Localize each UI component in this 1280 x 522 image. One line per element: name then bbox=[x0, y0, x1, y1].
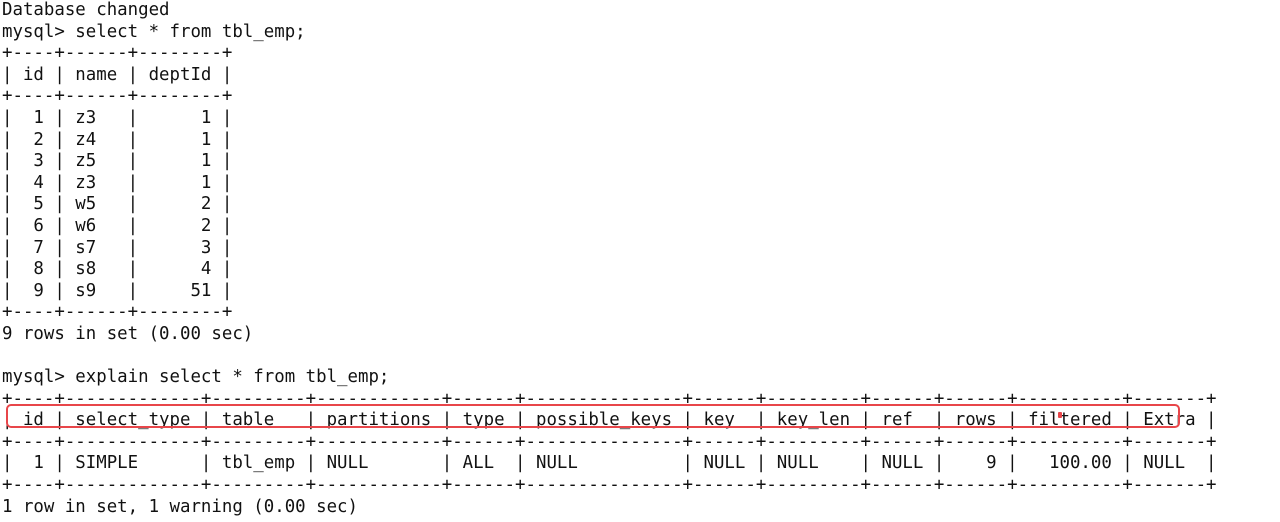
table-row: | 4 | z3 | 1 | bbox=[2, 172, 233, 193]
command-line-explain: mysql> explain select * from tbl_emp; bbox=[2, 367, 390, 388]
table-row: | 3 | z5 | 1 | bbox=[2, 151, 233, 172]
explain-result-summary: 1 row in set, 1 warning (0.00 sec) bbox=[2, 496, 358, 517]
table-row: | 6 | w6 | 2 | bbox=[2, 215, 233, 236]
blank-line bbox=[2, 346, 1272, 368]
explain-border-header: +----+-------------+---------+----------… bbox=[2, 431, 1217, 452]
table-row: | 2 | z4 | 1 | bbox=[2, 129, 233, 150]
explain-header-row: | id | select_type | table | partitions … bbox=[2, 410, 1217, 431]
explain-border-bottom: +----+-------------+---------+----------… bbox=[2, 475, 1217, 496]
table-border-bottom: +----+------+--------+ bbox=[2, 302, 233, 323]
table-row: | 1 | z3 | 1 | bbox=[2, 107, 233, 128]
table-row: | 5 | w5 | 2 | bbox=[2, 194, 233, 215]
table-row: | 9 | s9 | 51 | bbox=[2, 280, 233, 301]
explain-border-top: +----+-------------+---------+----------… bbox=[2, 388, 1217, 409]
table-border-header: +----+------+--------+ bbox=[2, 86, 233, 107]
table-row: | 7 | s7 | 3 | bbox=[2, 237, 233, 258]
command-line-select: mysql> select * from tbl_emp; bbox=[2, 21, 306, 42]
explain-data-row: | 1 | SIMPLE | tbl_emp | NULL | ALL | NU… bbox=[2, 453, 1217, 474]
table-row: | 8 | s8 | 4 | bbox=[2, 259, 233, 280]
result-summary: 9 rows in set (0.00 sec) bbox=[2, 323, 254, 344]
table-header-row: | id | name | deptId | bbox=[2, 64, 233, 85]
table-border-top: +----+------+--------+ bbox=[2, 43, 233, 64]
status-line-database-changed: Database changed bbox=[2, 0, 170, 20]
